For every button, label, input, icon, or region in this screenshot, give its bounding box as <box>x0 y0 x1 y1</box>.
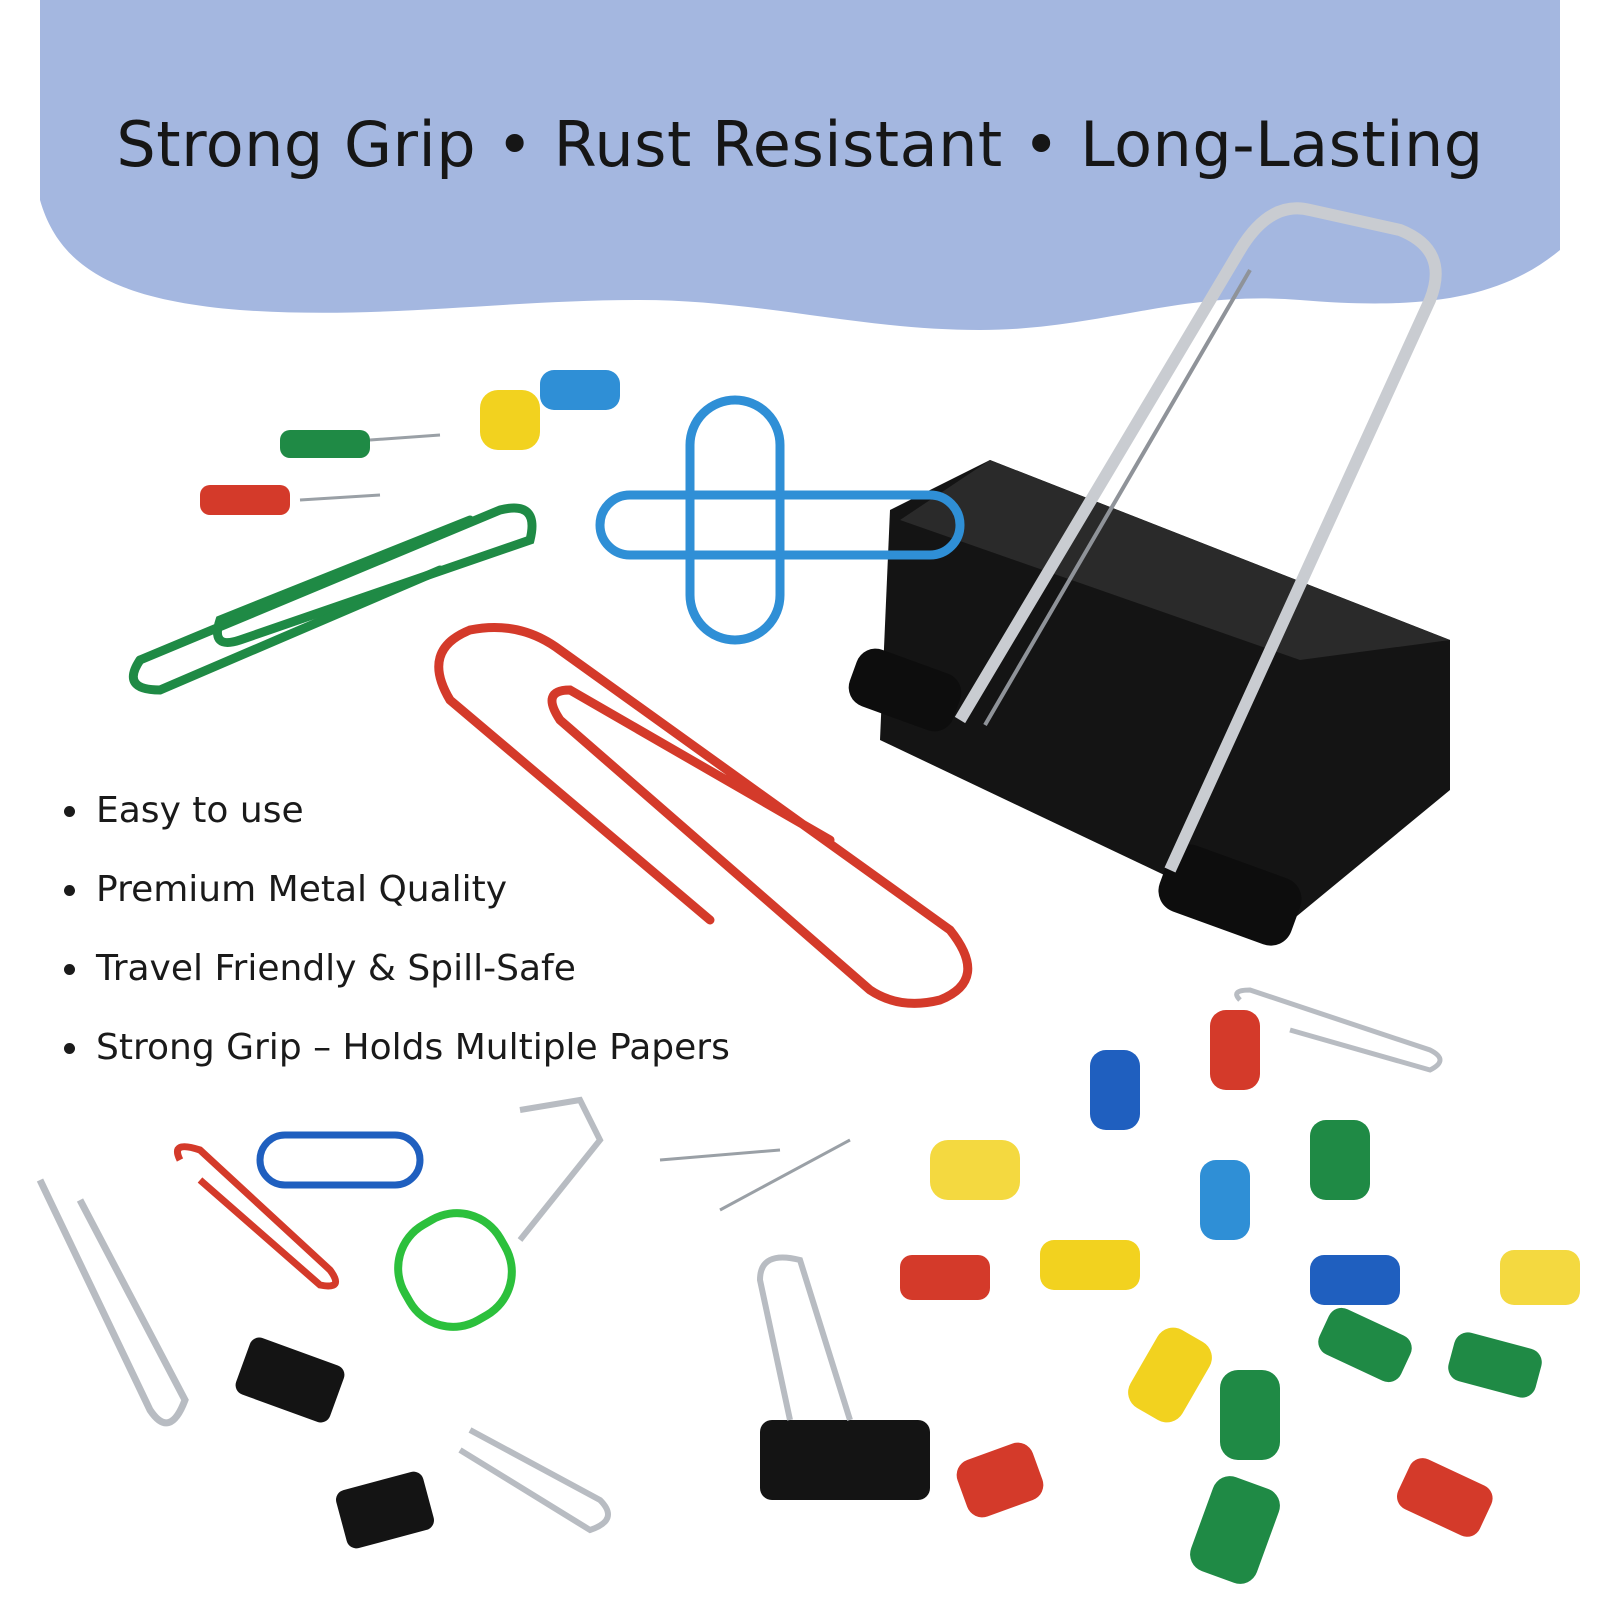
large-binder-clip <box>848 202 1450 946</box>
green-paper-clip <box>135 503 537 665</box>
feature-item: Premium Metal Quality <box>60 869 730 911</box>
feature-item: Easy to use <box>60 790 730 832</box>
feature-item: Travel Friendly & Spill-Safe <box>60 948 730 990</box>
bottom-clutter <box>36 987 1580 1584</box>
feature-list: Easy to use Premium Metal Quality Travel… <box>60 790 730 1106</box>
blue-paper-clips <box>595 395 965 645</box>
red-paper-clip <box>434 623 973 1008</box>
push-pins-top <box>200 370 620 515</box>
banner-headline: Strong Grip • Rust Resistant • Long-Last… <box>116 108 1484 181</box>
feature-item: Strong Grip – Holds Multiple Papers <box>60 1027 730 1069</box>
